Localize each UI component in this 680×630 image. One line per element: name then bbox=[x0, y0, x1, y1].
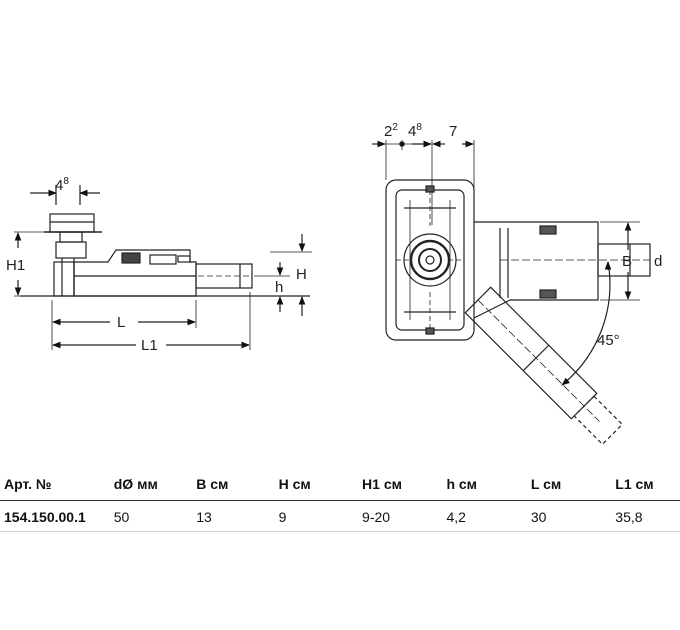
table-header-row: Арт. № dØ мм B см H см H1 см h см L см L… bbox=[0, 470, 680, 501]
dim-B-label: B bbox=[622, 253, 632, 270]
header-L: L см bbox=[530, 470, 616, 501]
angle-label: 45° bbox=[597, 332, 620, 349]
dim-d-label: d bbox=[654, 253, 662, 270]
spec-table: Арт. № dØ мм B см H см H1 см h см L см L… bbox=[0, 470, 680, 532]
dim-a-label: 22 bbox=[384, 122, 398, 140]
dim-b-label: 48 bbox=[408, 122, 422, 140]
header-diameter: dØ мм bbox=[113, 470, 197, 501]
header-H: H см bbox=[278, 470, 363, 501]
header-H1: H1 см bbox=[362, 470, 447, 501]
header-h: h см bbox=[446, 470, 531, 501]
dim-c-label: 7 bbox=[449, 123, 457, 140]
table-row: 154.150.00.1 50 13 9 9-20 4,2 30 35,8 bbox=[0, 500, 680, 532]
dim-L-label: L bbox=[117, 314, 125, 331]
cell-B: 13 bbox=[196, 500, 279, 532]
cell-H1: 9-20 bbox=[362, 500, 447, 532]
cell-H: 9 bbox=[278, 500, 363, 532]
top-view bbox=[372, 140, 651, 446]
dim-top-label: 48 bbox=[55, 176, 69, 194]
header-article: Арт. № bbox=[0, 470, 114, 501]
cell-L: 30 bbox=[530, 500, 616, 532]
cell-article: 154.150.00.1 bbox=[0, 500, 114, 532]
dim-h-label: h bbox=[275, 279, 283, 296]
cell-diameter: 50 bbox=[113, 500, 197, 532]
technical-drawing: 48 H1 H h L L1 bbox=[6, 122, 662, 446]
cell-h: 4,2 bbox=[446, 500, 531, 532]
dim-H-label: H bbox=[296, 266, 307, 283]
header-B: B см bbox=[196, 470, 279, 501]
cell-L1: 35,8 bbox=[615, 500, 680, 532]
header-L1: L1 см bbox=[615, 470, 680, 501]
side-view bbox=[14, 185, 312, 350]
dim-L1-label: L1 bbox=[141, 337, 158, 354]
dim-h1-label: H1 bbox=[6, 257, 25, 274]
